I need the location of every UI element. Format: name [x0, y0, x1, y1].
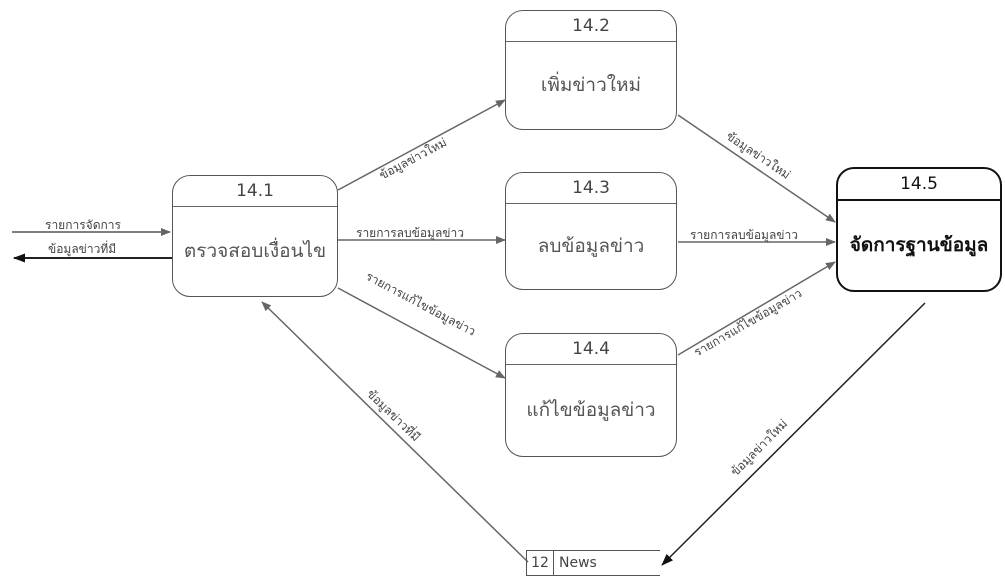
flow-1-to-4 — [337, 287, 506, 379]
process-id: 14.2 — [506, 11, 676, 42]
process-14-4[interactable]: 14.4 แก้ไขข้อมูลข่าว — [505, 333, 677, 457]
process-id: 14.4 — [506, 334, 676, 365]
flow-label-3-to-5: รายการลบข้อมูลข่าว — [690, 228, 798, 242]
flow-store-to-1 — [261, 301, 529, 563]
process-14-2[interactable]: 14.2 เพิ่มข่าวใหม่ — [505, 10, 677, 130]
data-store-name: News — [559, 555, 597, 571]
process-14-1[interactable]: 14.1 ตรวจสอบเงื่อนไข — [172, 175, 338, 297]
flow-out-label: ข้อมูลข่าวที่มี — [48, 242, 117, 256]
data-store-news[interactable]: 12 News — [526, 550, 660, 576]
flow-1-to-2 — [337, 99, 506, 191]
flow-in-label: รายการจัดการ — [45, 218, 121, 232]
process-name: แก้ไขข้อมูลข่าว — [526, 399, 656, 421]
flow-5-to-store — [661, 302, 926, 566]
process-name: จัดการฐานข้อมูล — [849, 233, 989, 256]
data-store-id: 12 — [527, 551, 554, 575]
process-name: ตรวจสอบเงื่อนไข — [183, 240, 327, 262]
flow-2-to-5 — [677, 114, 836, 223]
flow-4-to-5 — [677, 261, 836, 356]
process-14-5[interactable]: 14.5 จัดการฐานข้อมูล — [836, 167, 1002, 292]
process-id: 14.1 — [173, 176, 337, 207]
process-id: 14.3 — [506, 173, 676, 204]
process-id: 14.5 — [838, 169, 1000, 201]
process-14-3[interactable]: 14.3 ลบข้อมูลข่าว — [505, 172, 677, 290]
process-name: ลบข้อมูลข่าว — [537, 235, 645, 257]
process-name: เพิ่มข่าวใหม่ — [540, 74, 642, 96]
flow-label-1-to-3: รายการลบข้อมูลข่าว — [356, 226, 464, 240]
